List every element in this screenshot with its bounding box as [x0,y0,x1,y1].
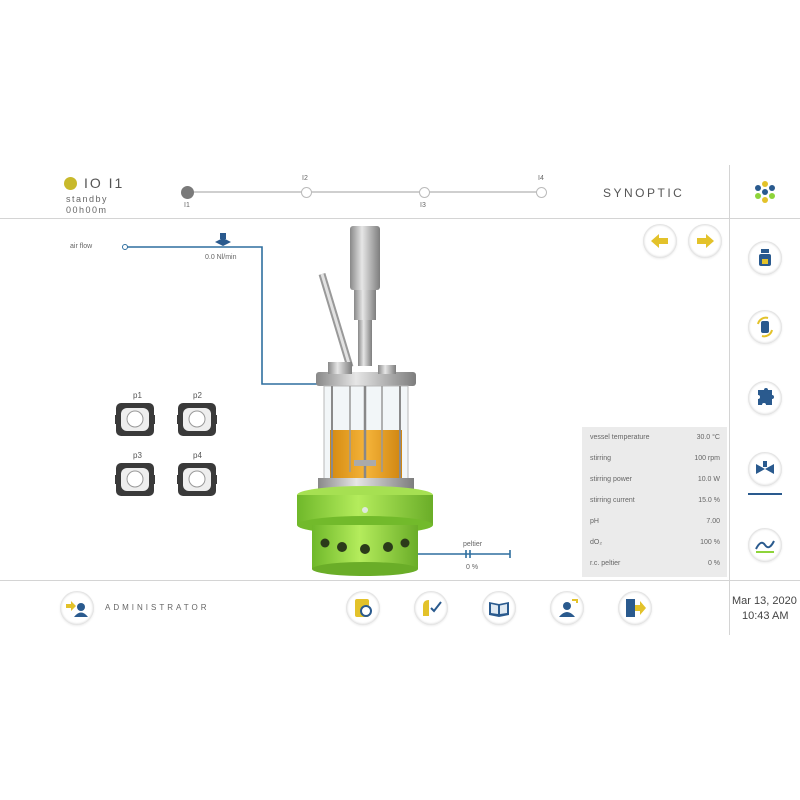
header-divider [0,218,800,219]
arrow-left-icon [651,234,668,248]
peristaltic-pump-icon [115,463,155,496]
air-flow-label: air flow [70,243,93,250]
bioreactor-illustration [297,226,433,576]
timeline-label-i3: I3 [420,202,426,209]
elapsed-time: 00h00m [66,205,108,215]
measurement-value: 10.0 W [697,476,720,483]
measurement-label: dO₂ [590,539,603,546]
nav-back-button[interactable] [643,224,677,258]
mass-flow-valve-icon [215,233,231,246]
measurement-value: 100 % [700,539,720,546]
timeline-label-i1: I1 [184,202,190,209]
valve-icon [756,461,774,474]
sidebar-active-marker [748,493,782,495]
alarm-icon [559,599,578,617]
measurement-label: r.c. peltier [590,560,621,567]
footer-divider [0,580,800,581]
measurements-panel: vessel temperature 30.0 °C stirring 100 … [582,427,727,577]
sidebar-trend-button[interactable] [748,528,782,562]
flower-logo-icon [755,181,775,203]
timeline-step-i3[interactable] [419,187,430,198]
timeline-step-i4[interactable] [536,187,547,198]
measurement-value: 100 rpm [694,455,720,462]
timeline-step-i2[interactable] [301,187,312,198]
cycle-icon [757,316,773,338]
air-flow-valve[interactable] [213,232,233,252]
login-button[interactable] [60,591,94,625]
measurement-row: r.c. peltier 0 % [590,560,720,567]
measurement-row: pH 7.00 [590,518,720,525]
logbook-icon [489,602,509,617]
process-name: IO I1 [84,175,125,191]
user-login-icon [66,601,88,617]
state-text: standby [66,194,109,204]
measurement-value: 7.00 [706,518,720,525]
checklist-button[interactable] [414,591,448,625]
measurement-label: stirring current [590,497,635,504]
current-time: 10:43 AM [742,610,789,622]
sidebar-module-button[interactable] [748,381,782,415]
app-logo[interactable] [750,177,780,207]
peltier-value: 0 % [466,564,479,571]
pump-label-p4: p4 [193,451,202,460]
exit-icon [626,599,646,617]
measurement-value: 0 % [707,560,720,567]
sidebar-valve-button[interactable] [748,452,782,486]
sidebar-cycle-button[interactable] [748,310,782,344]
puzzle-icon [758,388,774,405]
peristaltic-pump-icon [177,463,217,496]
pump-p2[interactable] [177,402,217,437]
current-date: Mar 13, 2020 [732,595,797,607]
pump-p4[interactable] [177,462,217,497]
pump-p3[interactable] [115,462,155,497]
recipe-button[interactable] [346,591,380,625]
date-time: Mar 13, 2020 10:43 AM [732,594,800,624]
timeline-label-i2: I2 [302,175,308,182]
recipe-icon [355,599,372,617]
measurement-label: stirring [590,455,612,462]
pump-label-p2: p2 [193,391,202,400]
peristaltic-pump-icon [115,403,155,436]
status-indicator [64,177,77,190]
peristaltic-pump-icon [177,403,217,436]
air-flow-value: 0.0 Nl/min [205,254,237,261]
sidebar-divider [729,165,730,635]
sidebar-vessel-button[interactable] [748,241,782,275]
measurement-row: stirring power 10.0 W [590,476,720,483]
exit-button[interactable] [618,591,652,625]
checklist-icon [423,600,442,616]
timeline-label-i4: I4 [538,175,544,182]
current-user: ADMINISTRATOR [105,603,210,612]
alarm-button[interactable] [550,591,584,625]
bioreactor-vessel[interactable] [290,222,440,577]
measurement-label: pH [590,518,599,525]
process-state: standby 00h00m [66,194,108,216]
logbook-button[interactable] [482,591,516,625]
pump-label-p1: p1 [133,391,142,400]
nav-forward-button[interactable] [688,224,722,258]
timeline-step-i1[interactable] [181,186,194,199]
pump-p1[interactable] [115,402,155,437]
measurement-label: vessel temperature [590,434,650,441]
measurement-row: dO₂ 100 % [590,539,720,546]
trend-icon [755,540,775,553]
measurement-row: vessel temperature 30.0 °C [590,434,720,441]
arrow-right-icon [697,234,714,248]
measurement-row: stirring current 15.0 % [590,497,720,504]
pump-label-p3: p3 [133,451,142,460]
measurement-value: 30.0 °C [696,434,720,441]
measurement-value: 15.0 % [698,497,720,504]
vessel-icon [759,249,771,266]
measurement-row: stirring 100 rpm [590,455,720,462]
view-title: SYNOPTIC [603,186,685,200]
peltier-label: peltier [463,541,483,548]
phase-timeline [187,191,541,193]
measurement-label: stirring power [590,476,633,483]
